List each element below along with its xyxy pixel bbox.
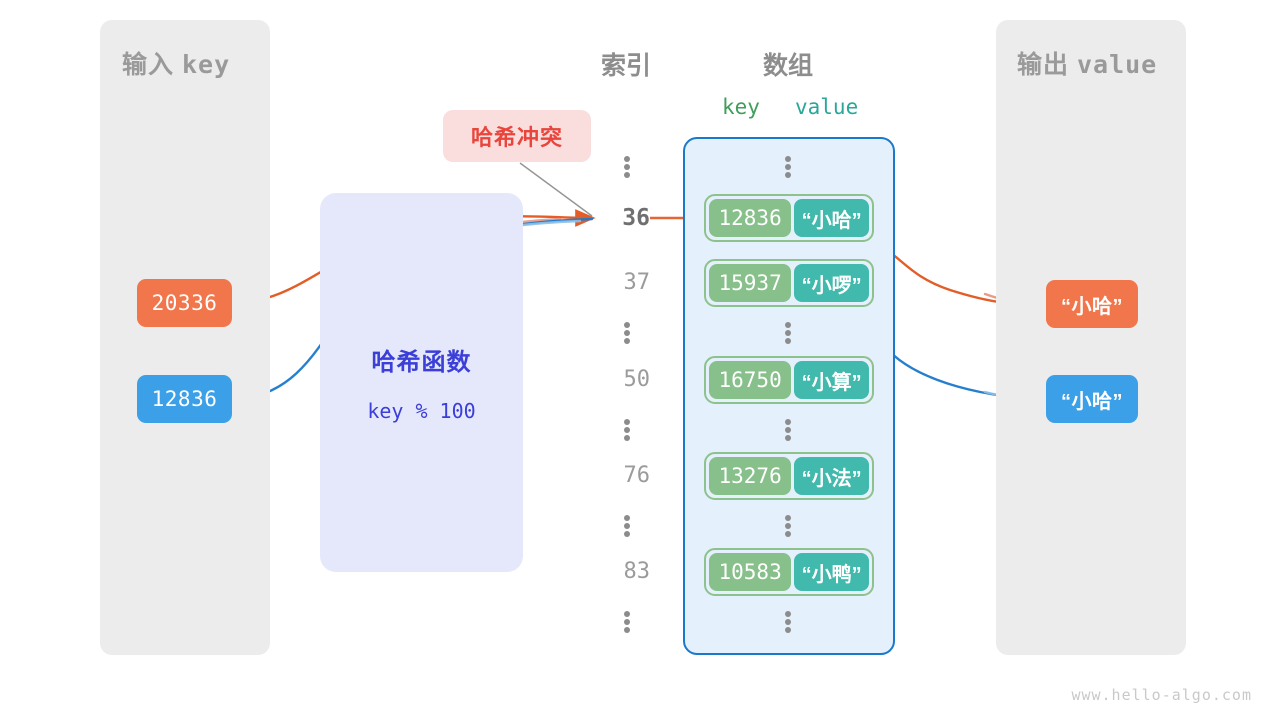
input-panel-title-mono: key: [181, 50, 231, 79]
index-label-0-text: 36: [622, 205, 650, 231]
array-bucket-3-value-text: “小法”: [801, 467, 862, 490]
index-column-heading-label: 索引: [600, 52, 651, 80]
array-bucket-2-value: “小算”: [794, 361, 869, 399]
array-bucket-0-value: “小哈”: [794, 199, 869, 237]
input-panel-title-cn: 输入: [122, 51, 175, 79]
index-ellipsis-2: [624, 419, 630, 441]
array-bucket-1[interactable]: 15937 “小啰”: [704, 259, 874, 307]
array-bucket-3-value: “小法”: [794, 457, 869, 495]
array-bucket-2-key-text: 16750: [718, 368, 782, 392]
index-label-3: 76: [590, 463, 651, 488]
array-column-heading: 数组: [740, 46, 836, 82]
index-label-4-text: 83: [623, 559, 651, 584]
array-column-heading-label: 数组: [762, 52, 813, 80]
array-bucket-3-key-text: 13276: [718, 464, 782, 488]
index-ellipsis-1: [624, 322, 630, 344]
output-value-0-label: “小哈”: [1061, 295, 1123, 318]
index-label-4: 83: [590, 559, 651, 584]
array-bucket-4-value: “小鸭”: [794, 553, 869, 591]
hash-collision-badge-label: 哈希冲突: [470, 125, 563, 150]
hash-function-formula: key % 100: [367, 399, 476, 423]
index-ellipsis-top: [624, 156, 630, 178]
output-panel-title-mono: value: [1076, 50, 1158, 79]
index-column-heading: 索引: [588, 46, 664, 82]
array-bucket-0[interactable]: 12836 “小哈”: [704, 194, 874, 242]
index-ellipsis-bottom: [624, 611, 630, 633]
array-bucket-1-value-text: “小啰”: [801, 274, 862, 297]
hash-function-title: 哈希函数: [371, 349, 472, 376]
watermark: www.hello-algo.com: [1071, 686, 1252, 704]
index-label-1-text: 37: [623, 270, 651, 295]
array-bucket-0-key: 12836: [709, 199, 792, 237]
output-value-0[interactable]: “小哈”: [1046, 280, 1138, 328]
input-key-0[interactable]: 20336: [137, 279, 232, 327]
hash-function-box: 哈希函数 key % 100: [320, 193, 523, 572]
array-ellipsis-top: [785, 156, 791, 178]
array-bucket-4-key: 10583: [709, 553, 792, 591]
index-label-2-text: 50: [623, 367, 651, 392]
array-bucket-4[interactable]: 10583 “小鸭”: [704, 548, 874, 596]
array-ellipsis-3: [785, 515, 791, 537]
array-bucket-0-key-text: 12836: [718, 206, 782, 230]
wire-badge-leader: [519, 162, 593, 217]
array-bucket-0-value-text: “小哈”: [801, 209, 862, 232]
output-panel: [996, 20, 1186, 655]
index-label-1: 37: [590, 270, 651, 295]
array-bucket-1-key-text: 15937: [718, 271, 782, 295]
output-panel-title-cn: 输出: [1017, 51, 1070, 79]
array-bucket-2[interactable]: 16750 “小算”: [704, 356, 874, 404]
array-bucket-3[interactable]: 13276 “小法”: [704, 452, 874, 500]
output-value-1[interactable]: “小哈”: [1046, 375, 1138, 423]
index-ellipsis-3: [624, 515, 630, 537]
input-panel: [100, 20, 270, 655]
output-value-1-label: “小哈”: [1061, 390, 1123, 413]
input-key-1[interactable]: 12836: [137, 375, 232, 423]
array-bucket-4-value-text: “小鸭”: [801, 563, 862, 586]
array-bucket-2-key: 16750: [709, 361, 792, 399]
hash-collision-badge: 哈希冲突: [443, 110, 591, 162]
array-ellipsis-2: [785, 419, 791, 441]
array-bucket-3-key: 13276: [709, 457, 792, 495]
key-subheading: key: [722, 95, 760, 119]
array-bucket-2-value-text: “小算”: [801, 371, 862, 394]
key-subheading-label: key: [722, 95, 760, 119]
array-ellipsis-bottom: [785, 611, 791, 633]
input-key-0-label: 20336: [151, 291, 218, 315]
array-bucket-1-key: 15937: [709, 264, 792, 302]
index-label-3-text: 76: [623, 463, 651, 488]
array-ellipsis-1: [785, 322, 791, 344]
index-label-0: 36: [590, 205, 650, 231]
array-bucket-1-value: “小啰”: [794, 264, 869, 302]
index-label-2: 50: [590, 367, 651, 392]
value-subheading-label: value: [795, 95, 859, 119]
array-bucket-4-key-text: 10583: [718, 560, 782, 584]
input-key-1-label: 12836: [151, 387, 218, 411]
value-subheading: value: [795, 95, 858, 119]
output-panel-title: 输出 value: [1017, 45, 1157, 81]
input-panel-title: 输入 key: [122, 45, 230, 81]
